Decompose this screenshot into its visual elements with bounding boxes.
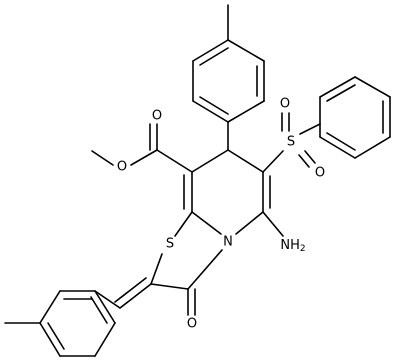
- bond: [39, 322, 61, 357]
- bond: [174, 211, 193, 237]
- bond: [47, 322, 65, 350]
- sulfonyl-group: [262, 112, 321, 173]
- bond: [304, 150, 316, 164]
- bond: [119, 283, 152, 309]
- methyl-ester: [91, 123, 193, 173]
- bond: [262, 150, 284, 173]
- phenyl-ring: [319, 76, 391, 159]
- bond: [227, 149, 264, 173]
- bond: [39, 290, 61, 324]
- top-tolyl-ring: [192, 4, 265, 123]
- bond: [298, 154, 310, 168]
- bond: [227, 39, 265, 62]
- bond: [191, 149, 229, 173]
- bond: [192, 100, 229, 123]
- bond: [150, 253, 163, 285]
- keto-oxygen: O: [187, 317, 197, 332]
- bond: [319, 76, 356, 98]
- bond: [90, 296, 108, 324]
- bond: [354, 76, 391, 98]
- bond: [227, 100, 265, 123]
- bond: [354, 136, 391, 159]
- sulfonyl-sulfur: S: [287, 135, 295, 150]
- bond: [187, 249, 223, 290]
- bond: [191, 211, 222, 235]
- bond: [114, 277, 147, 303]
- pyridine-ring: [183, 149, 271, 235]
- ester-methoxy-oxygen: O: [117, 160, 127, 175]
- bottom-tolyl-ring: [4, 290, 121, 357]
- bond: [150, 283, 189, 290]
- sulfonyl-oxygen-upper: O: [280, 97, 290, 112]
- bond: [94, 290, 116, 324]
- bond: [326, 84, 356, 102]
- nh-label: NH: [280, 238, 300, 253]
- bond: [91, 150, 114, 166]
- ring-sulfur: S: [166, 237, 174, 252]
- bond: [299, 123, 321, 135]
- bond: [192, 39, 229, 62]
- thiazolidinone-ring: [150, 211, 223, 290]
- bond: [199, 96, 229, 115]
- ring-nitrogen: N: [223, 235, 233, 250]
- bond: [326, 132, 356, 151]
- bond: [319, 136, 356, 159]
- bond: [156, 149, 193, 173]
- amino-nh: NH2: [280, 238, 305, 255]
- sulfonyl-oxygen-lower: O: [315, 166, 325, 181]
- bond: [199, 47, 229, 66]
- ester-carbonyl-oxygen: O: [152, 109, 162, 124]
- bond: [94, 290, 121, 309]
- bond: [235, 211, 264, 235]
- bond: [262, 211, 284, 237]
- nh-subscript: 2: [300, 244, 306, 254]
- bond: [130, 149, 158, 166]
- bond: [94, 322, 116, 357]
